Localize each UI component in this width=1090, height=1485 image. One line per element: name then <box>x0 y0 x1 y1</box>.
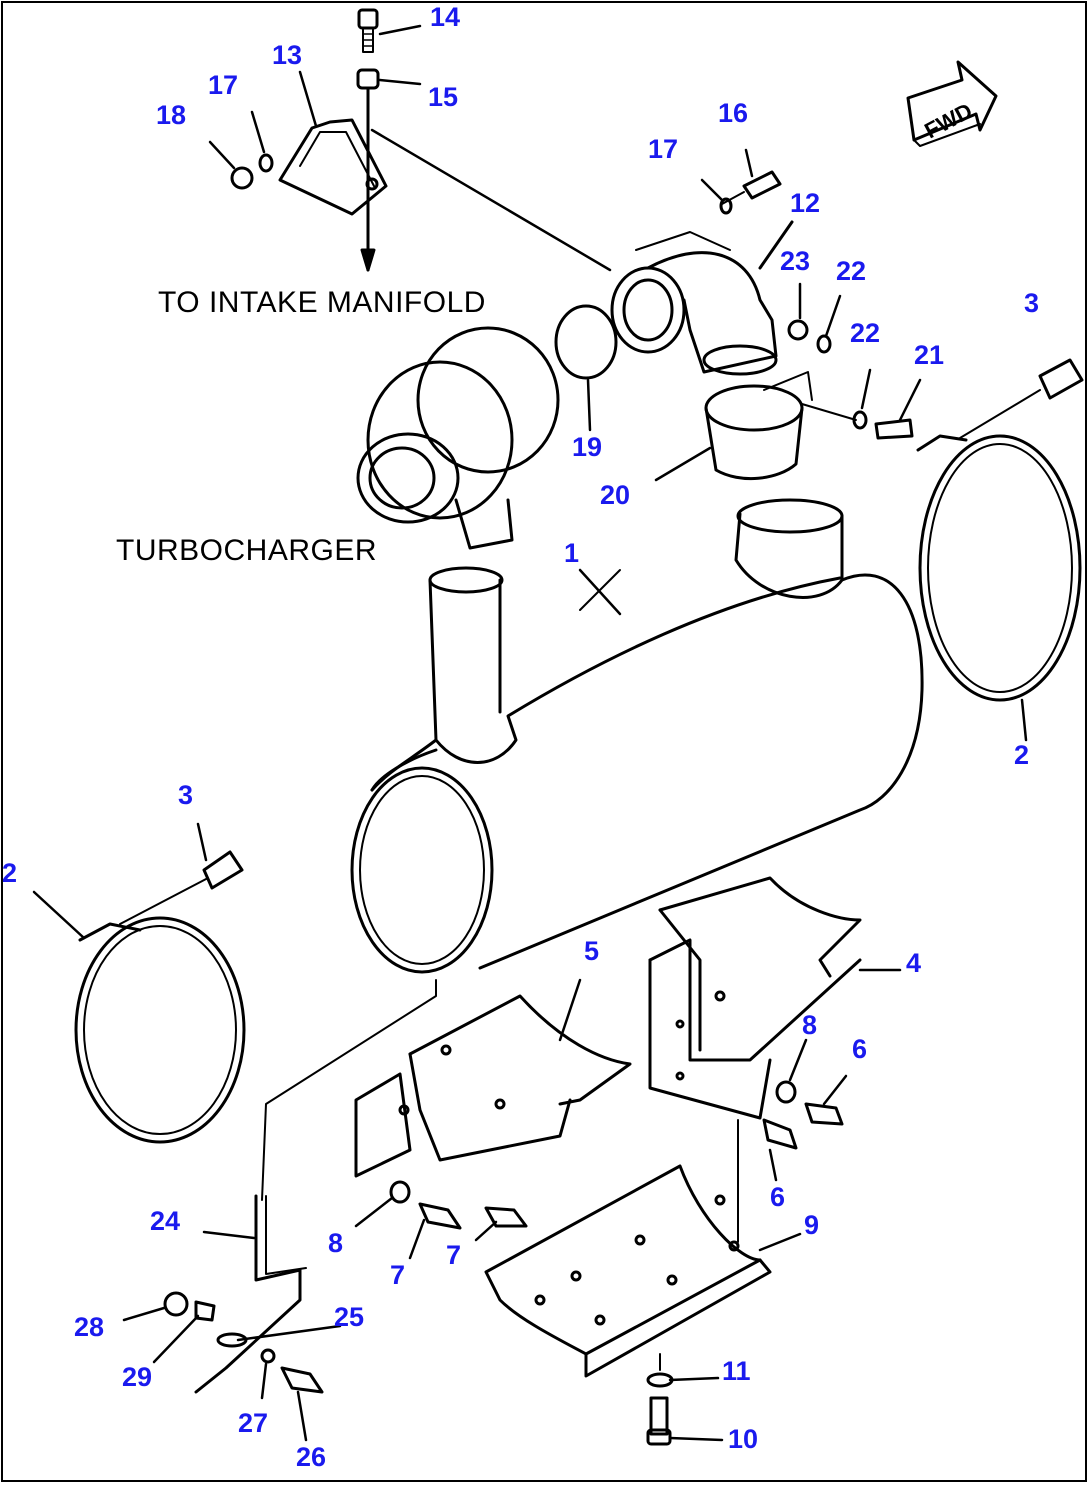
callout-16: 16 <box>718 98 749 128</box>
callout-29: 29 <box>122 1362 153 1392</box>
callout-11: 11 <box>722 1356 751 1386</box>
callout-4: 4 <box>906 948 922 978</box>
bolt-10 <box>646 1396 672 1446</box>
callout-20: 20 <box>600 480 631 510</box>
washer-11 <box>646 1372 674 1388</box>
callout-1: 1 <box>564 538 580 568</box>
washer-8b <box>775 1080 797 1104</box>
bolt-7a <box>418 1202 462 1230</box>
callout-6: 6 <box>852 1034 868 1064</box>
hose-20 <box>704 371 813 481</box>
callout-8: 8 <box>802 1010 818 1040</box>
callout-15: 15 <box>428 82 459 112</box>
clamp-2a <box>74 916 246 1144</box>
callout-7: 7 <box>446 1240 462 1270</box>
callout-3: 3 <box>178 780 194 810</box>
bracket-5 <box>354 994 632 1178</box>
nut-15 <box>356 68 380 272</box>
fwd-arrow-icon: FWD <box>906 60 998 147</box>
callout-22: 22 <box>850 318 881 348</box>
elbow-29 <box>194 1300 216 1322</box>
callout-21: 21 <box>914 340 945 370</box>
callout-14: 14 <box>430 2 461 32</box>
callout-26: 26 <box>296 1442 327 1472</box>
callout-5: 5 <box>584 936 600 966</box>
callout-12: 12 <box>790 188 821 218</box>
callout-8: 8 <box>328 1228 344 1258</box>
bracket-13 <box>278 118 388 216</box>
callout-24: 24 <box>150 1206 181 1236</box>
washer-27 <box>260 1348 276 1364</box>
callout-25: 25 <box>334 1302 365 1332</box>
intake-line <box>370 128 612 272</box>
bracket-4 <box>648 876 862 1120</box>
plate-9 <box>484 1119 772 1378</box>
callout-7: 7 <box>390 1260 406 1290</box>
clamp-2b <box>916 434 1082 702</box>
bolt-16 <box>719 170 782 215</box>
bolt-6a <box>804 1102 844 1126</box>
callout-9: 9 <box>804 1210 820 1240</box>
oring-19 <box>554 304 618 380</box>
bolt-3b <box>959 358 1084 439</box>
turbocharger <box>356 326 560 550</box>
leader-lines <box>32 24 1028 1442</box>
callout-19: 19 <box>572 432 603 462</box>
washer-17a <box>258 153 274 173</box>
nut-23 <box>787 319 809 341</box>
callout-28: 28 <box>74 1312 105 1342</box>
callout-17: 17 <box>648 134 679 164</box>
callout-23: 23 <box>780 246 811 276</box>
bolt-14 <box>357 8 379 53</box>
muffler-1 <box>350 498 924 974</box>
callout-22: 22 <box>836 256 867 286</box>
washer-8a <box>389 1180 411 1204</box>
drain-tube-24 <box>194 979 437 1394</box>
callout-27: 27 <box>238 1408 269 1438</box>
elbow-12 <box>610 220 794 376</box>
callout-18: 18 <box>156 100 187 130</box>
washer-22a <box>816 334 832 354</box>
callout-2: 2 <box>1014 740 1030 770</box>
callout-10: 10 <box>728 1424 759 1454</box>
intake-manifold-caption: TO INTAKE MANIFOLD <box>158 286 486 319</box>
bolt-26 <box>280 1366 324 1394</box>
callout-17: 17 <box>208 70 239 100</box>
nut-28 <box>163 1291 189 1317</box>
callout-13: 13 <box>272 40 303 70</box>
callout-2: 2 <box>2 858 18 888</box>
bolt-3a <box>119 850 244 925</box>
bolt-7b <box>484 1206 528 1228</box>
callout-6: 6 <box>770 1182 786 1212</box>
callout-3: 3 <box>1024 288 1040 318</box>
nut-18 <box>230 166 254 190</box>
bolt-6b <box>762 1118 798 1150</box>
bolt-21 <box>801 403 914 440</box>
turbocharger-caption: TURBOCHARGER <box>116 534 378 567</box>
